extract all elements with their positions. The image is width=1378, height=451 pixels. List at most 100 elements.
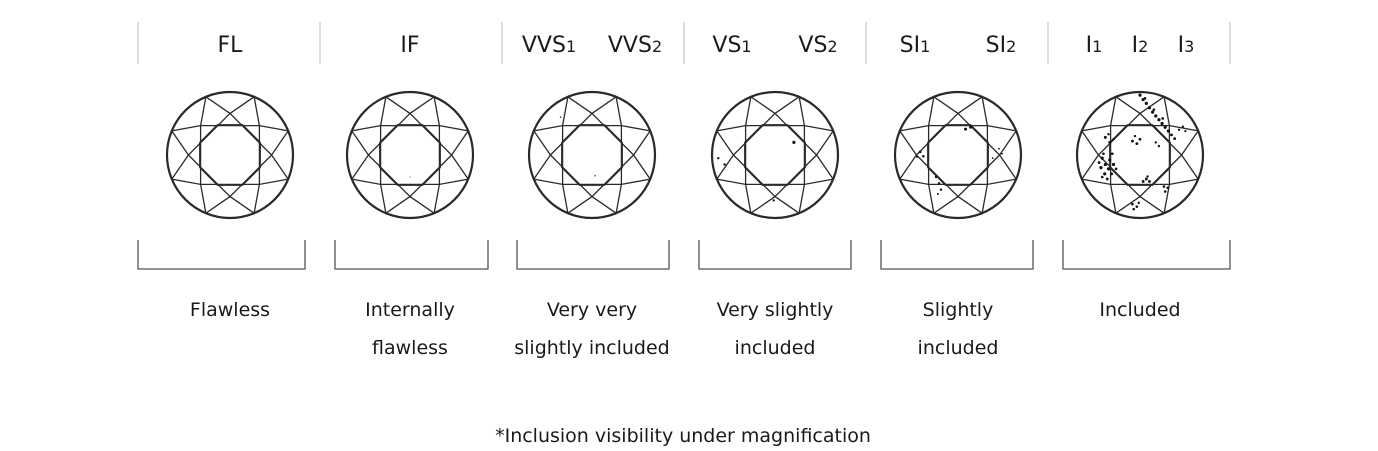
girdle-facet <box>450 130 469 180</box>
diamond-icon <box>1075 90 1205 220</box>
inclusion-dot <box>1100 175 1104 179</box>
girdle-facet <box>385 96 435 115</box>
inclusion-dot <box>1163 125 1167 129</box>
girdle-facet <box>798 96 834 132</box>
grade-label-sub: 2 <box>1006 37 1016 56</box>
girdle-facet <box>750 96 800 115</box>
grade-label-sub: 2 <box>652 37 662 56</box>
girdle-facet <box>567 195 617 214</box>
clarity-column: IF Internally flawless <box>334 33 489 359</box>
inclusion-dot <box>792 140 796 144</box>
inclusion-dot <box>409 176 411 178</box>
inclusion-dot <box>723 163 726 166</box>
inclusion-dot <box>1103 162 1107 167</box>
girdle-facet <box>1081 178 1117 214</box>
grade-label: VVS2 <box>608 33 662 58</box>
inclusion-dot <box>969 125 973 129</box>
girdle-facet <box>1081 96 1117 132</box>
girdle-facet <box>433 96 469 132</box>
inclusion-dot <box>1099 166 1103 170</box>
inclusion-dot <box>1138 93 1142 97</box>
inclusion-dot <box>1163 190 1167 193</box>
inclusion-dot <box>1144 101 1148 105</box>
inclusion-dot <box>1141 180 1145 183</box>
girdle-facet <box>899 96 935 132</box>
range-bracket <box>1062 240 1231 270</box>
girdle-facet <box>615 178 651 214</box>
inclusion-dot <box>918 150 922 154</box>
girdle-facet <box>351 178 387 214</box>
clarity-description: Internally <box>365 299 455 321</box>
clarity-description: flawless <box>372 337 448 359</box>
girdle-facet <box>1115 96 1165 115</box>
inclusion-dot <box>1106 167 1111 171</box>
girdle-facet <box>253 178 289 214</box>
inclusion-dot <box>1103 172 1107 176</box>
range-bracket <box>698 240 852 270</box>
diamond-icon <box>345 90 475 220</box>
girdle-facet <box>351 96 387 132</box>
inclusion-dot <box>1157 144 1161 148</box>
grade-label-main: SI <box>986 33 1006 58</box>
inclusion-dot <box>1173 137 1177 141</box>
clarity-description: Very slightly <box>717 299 834 321</box>
inclusion-dot <box>1110 152 1114 156</box>
girdle-outline <box>710 90 840 220</box>
girdle-facet <box>933 195 983 214</box>
girdle-facet <box>567 96 617 115</box>
inclusion-dot <box>1157 118 1161 122</box>
inclusion-dot <box>939 188 943 191</box>
grade-label: SI1 <box>900 33 931 58</box>
clarity-description: included <box>735 337 816 359</box>
grade-label-main: I <box>1132 33 1139 58</box>
inclusion-dot <box>991 157 994 160</box>
girdle-facet <box>815 130 834 180</box>
girdle-facet <box>171 178 207 214</box>
inclusion-dot <box>594 175 596 177</box>
girdle-facet <box>253 96 289 132</box>
girdle-facet <box>385 195 435 214</box>
clarity-description: Flawless <box>190 299 270 321</box>
table-facet <box>561 124 623 186</box>
grade-label-main: IF <box>400 33 419 58</box>
inclusion-dot <box>1105 177 1109 181</box>
inclusion-dot <box>1112 138 1115 141</box>
diamond-icon <box>710 90 840 220</box>
girdle-facet <box>205 96 255 115</box>
girdle-facet <box>171 96 207 132</box>
inclusion-dot <box>1146 175 1149 178</box>
inclusion-dot <box>717 156 720 160</box>
inclusion-dot <box>1100 156 1104 160</box>
girdle-facet <box>533 130 552 180</box>
grade-label: I1 <box>1086 33 1103 58</box>
grade-label: SI2 <box>986 33 1017 58</box>
girdle-outline <box>527 90 657 220</box>
grade-label-main: VVS <box>522 33 566 58</box>
grade-label: IF <box>400 33 419 58</box>
girdle-facet <box>632 130 651 180</box>
girdle-outline <box>893 90 1023 220</box>
clarity-description: Very very <box>547 299 637 321</box>
grade-label: I3 <box>1178 33 1195 58</box>
inclusion-dot <box>937 182 941 185</box>
inclusion-dot <box>1177 128 1181 131</box>
grade-label: VS1 <box>712 33 751 58</box>
inclusion-dot <box>1108 158 1112 162</box>
grade-label-main: I <box>1178 33 1185 58</box>
inclusion-dot <box>1108 140 1112 144</box>
girdle-facet <box>270 130 289 180</box>
inclusion-dot <box>1135 205 1139 208</box>
girdle-facet <box>533 96 569 132</box>
inclusion-dot <box>1138 137 1142 141</box>
inclusion-dot <box>1131 202 1134 206</box>
grade-label-sub: 1 <box>920 37 930 56</box>
grade-label-main: VVS <box>608 33 652 58</box>
inclusion-dot <box>1184 129 1187 133</box>
grade-label-sub: 2 <box>827 37 837 56</box>
inclusion-dot <box>1114 167 1118 171</box>
diamond-icon <box>527 90 657 220</box>
table-facet <box>1109 124 1171 186</box>
girdle-facet <box>899 130 918 180</box>
